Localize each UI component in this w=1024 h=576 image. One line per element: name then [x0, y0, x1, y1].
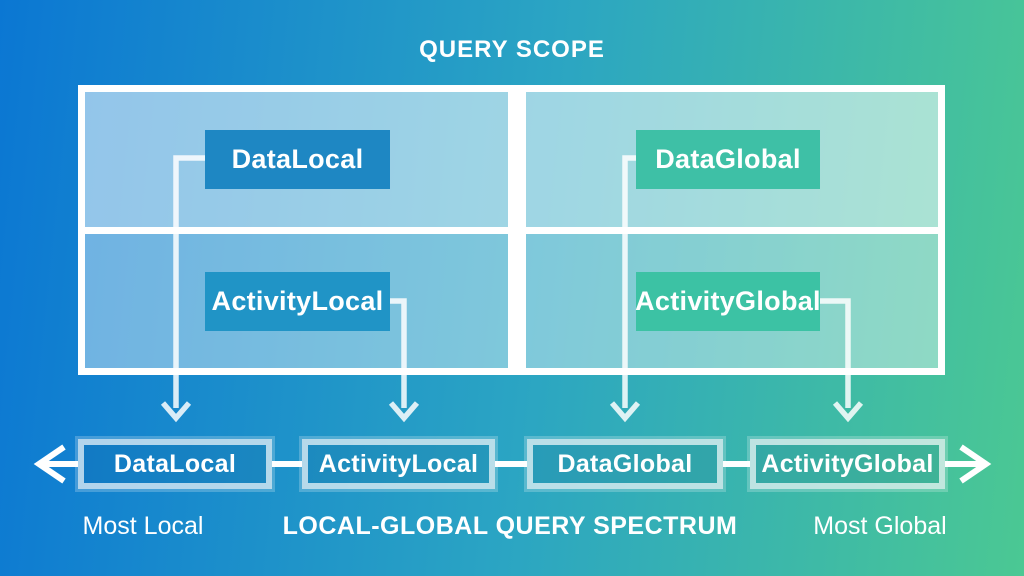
spectrum-item-data-global: DataGlobal	[527, 439, 723, 489]
spectrum-item-activity-local: ActivityLocal	[302, 439, 495, 489]
page-title: QUERY SCOPE	[419, 36, 605, 63]
spectrum-item-activity-global: ActivityGlobal	[750, 439, 945, 489]
matrix-vertical-divider	[508, 92, 526, 368]
down-arrow-icon	[160, 401, 192, 423]
spectrum-item-data-local: DataLocal	[78, 439, 272, 489]
matrix-box-activity-local: ActivityLocal	[205, 272, 390, 331]
matrix-box-data-local: DataLocal	[205, 130, 390, 189]
most-local-label: Most Local	[82, 512, 204, 540]
most-global-label: Most Global	[813, 512, 947, 540]
axis-arrow-left-icon	[33, 444, 66, 484]
down-arrow-icon	[609, 401, 641, 423]
spectrum-axis-title: LOCAL-GLOBAL QUERY SPECTRUM	[282, 512, 738, 540]
matrix-box-activity-global: ActivityGlobal	[635, 272, 821, 331]
matrix-frame	[78, 85, 945, 375]
down-arrow-icon	[832, 401, 864, 423]
axis-arrow-right-icon	[959, 444, 992, 484]
matrix-box-data-global: DataGlobal	[636, 130, 820, 189]
down-arrow-icon	[388, 401, 420, 423]
